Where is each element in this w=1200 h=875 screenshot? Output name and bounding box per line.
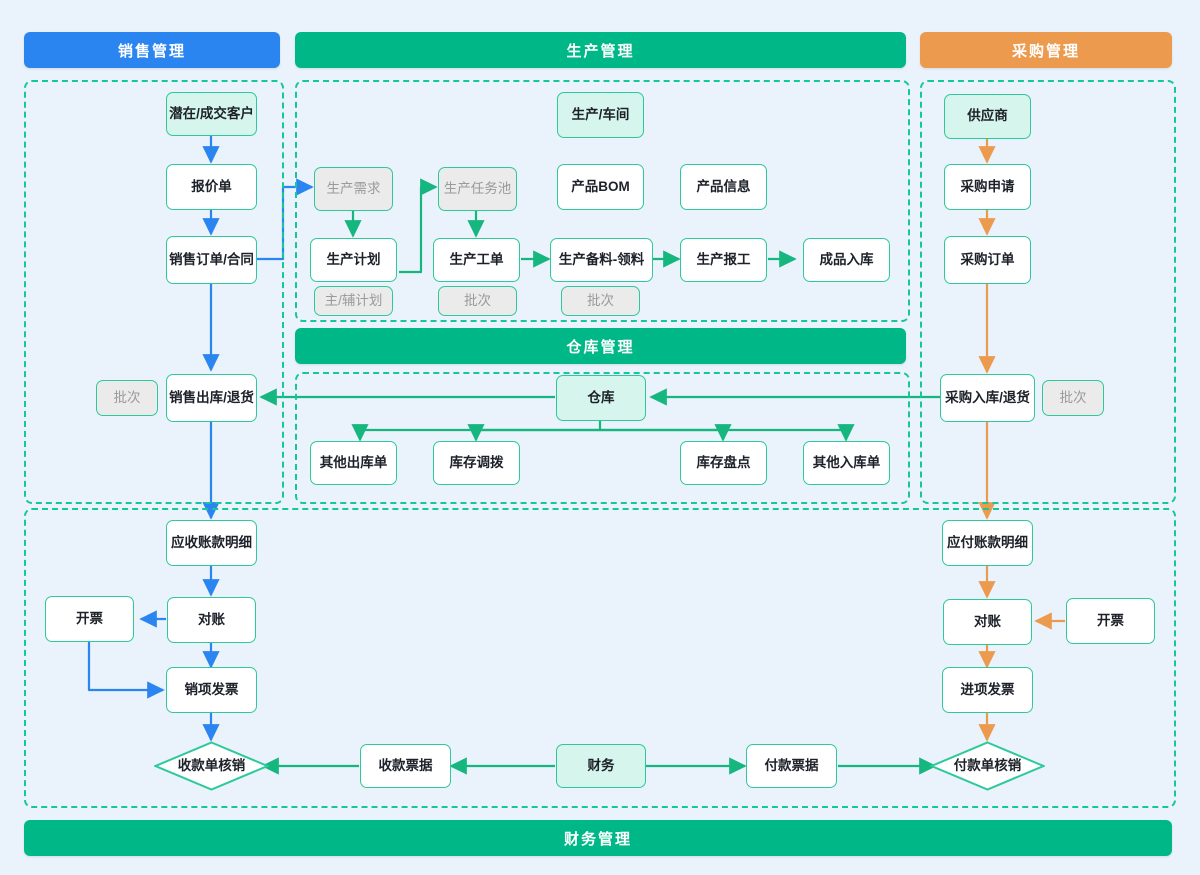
node-production-plan[interactable]: 生产计划 — [310, 238, 397, 282]
node-plan-subtype[interactable]: 主/辅计划 — [314, 286, 393, 316]
node-purchase-order[interactable]: 采购订单 — [944, 236, 1031, 284]
node-production-task-pool[interactable]: 生产任务池 — [438, 167, 517, 211]
node-work-order-batch[interactable]: 批次 — [438, 286, 517, 316]
node-production-demand[interactable]: 生产需求 — [314, 167, 393, 211]
node-purchase-request[interactable]: 采购申请 — [944, 164, 1031, 210]
diamond-shape-payment — [930, 741, 1045, 791]
node-sales-order[interactable]: 销售订单/合同 — [166, 236, 257, 284]
section-header-sales-label: 销售管理 — [117, 42, 186, 60]
node-product-info[interactable]: 产品信息 — [680, 164, 767, 210]
node-quotation[interactable]: 报价单 — [166, 164, 257, 210]
node-payment-writeoff[interactable]: 付款单核销 — [930, 741, 1045, 791]
section-header-finance: 财务管理 — [24, 820, 1172, 856]
node-other-outbound[interactable]: 其他出库单 — [310, 441, 397, 485]
node-sales-batch[interactable]: 批次 — [96, 380, 158, 416]
node-production-report[interactable]: 生产报工 — [680, 238, 767, 282]
node-payment-voucher[interactable]: 付款票据 — [746, 744, 837, 788]
node-purchase-inbound[interactable]: 采购入库/退货 — [940, 374, 1035, 422]
node-sales-outbound[interactable]: 销售出库/退货 — [166, 374, 257, 422]
group-warehouse — [295, 372, 910, 504]
node-supplier[interactable]: 供应商 — [944, 94, 1031, 139]
node-output-invoice[interactable]: 销项发票 — [166, 667, 257, 713]
node-inventory-transfer[interactable]: 库存调拨 — [433, 441, 520, 485]
node-workshop[interactable]: 生产/车间 — [557, 92, 644, 138]
diamond-shape-receipt — [154, 741, 269, 791]
node-production-picking[interactable]: 生产备料-领料 — [550, 238, 653, 282]
group-production — [295, 80, 910, 322]
node-receivable-detail[interactable]: 应收账款明细 — [166, 520, 257, 566]
node-other-inbound[interactable]: 其他入库单 — [803, 441, 890, 485]
group-purchase — [920, 80, 1176, 504]
section-header-purchase-label: 采购管理 — [1011, 42, 1080, 60]
group-finance — [24, 508, 1176, 808]
node-inventory-stocktake[interactable]: 库存盘点 — [680, 441, 767, 485]
group-sales — [24, 80, 284, 504]
node-receipt-writeoff[interactable]: 收款单核销 — [154, 741, 269, 791]
node-receipt-writeoff-label: 收款单核销 — [177, 757, 246, 773]
node-invoicing-purchase[interactable]: 开票 — [1066, 598, 1155, 644]
node-purchase-batch[interactable]: 批次 — [1042, 380, 1104, 416]
node-production-work-order[interactable]: 生产工单 — [433, 238, 520, 282]
section-header-sales: 销售管理 — [24, 32, 280, 68]
node-receipt-voucher[interactable]: 收款票据 — [360, 744, 451, 788]
node-reconciliation-sales[interactable]: 对账 — [167, 597, 256, 643]
section-header-finance-label: 财务管理 — [563, 830, 632, 848]
section-header-production-label: 生产管理 — [566, 42, 635, 60]
section-header-warehouse-label: 仓库管理 — [566, 338, 635, 356]
section-header-purchase: 采购管理 — [920, 32, 1172, 68]
node-finished-goods-inbound[interactable]: 成品入库 — [803, 238, 890, 282]
node-payable-detail[interactable]: 应付账款明细 — [942, 520, 1033, 566]
node-input-invoice[interactable]: 进项发票 — [942, 667, 1033, 713]
node-reconciliation-purchase[interactable]: 对账 — [943, 599, 1032, 645]
node-payment-writeoff-label: 付款单核销 — [953, 757, 1022, 773]
section-header-production: 生产管理 — [295, 32, 906, 68]
node-picking-batch[interactable]: 批次 — [561, 286, 640, 316]
node-product-bom[interactable]: 产品BOM — [557, 164, 644, 210]
node-finance-hub[interactable]: 财务 — [556, 744, 646, 788]
node-warehouse-hub[interactable]: 仓库 — [556, 375, 646, 421]
node-invoicing-sales[interactable]: 开票 — [45, 596, 134, 642]
node-potential-customer[interactable]: 潜在/成交客户 — [166, 92, 257, 136]
section-header-warehouse: 仓库管理 — [295, 328, 906, 364]
